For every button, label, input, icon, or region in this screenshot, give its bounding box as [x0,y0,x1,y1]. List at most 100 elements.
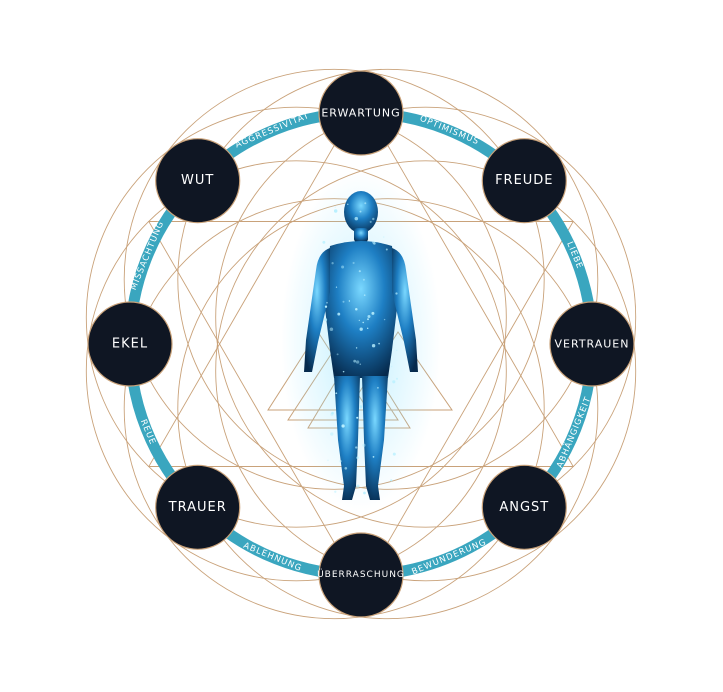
sparkle [383,318,386,321]
sparkle [341,424,345,428]
sparkle [344,466,348,470]
sparkle [371,344,376,348]
sparkle [396,349,398,351]
emotion-label-ueberraschung: ÜBERRASCHUNG [317,569,405,580]
emotion-label-trauer: TRAUER [168,500,227,515]
decorative-circle [215,106,637,528]
sparkle [342,482,344,484]
emotion-node-freude: FREUDE [481,138,567,224]
emotion-label-vertrauen: VERTRAUEN [555,338,630,351]
sparkle [335,286,338,288]
sparkle [355,347,358,349]
emotion-node-ueberraschung: ÜBERRASCHUNG [317,532,405,618]
sparkle [392,452,396,456]
human-figure-icon [281,170,441,510]
sparkle [329,327,334,332]
sparkle [355,307,358,311]
sparkle [331,262,334,265]
emotion-node-erwartung: ERWARTUNG [318,70,404,156]
sparkle [324,305,328,308]
sparkle [359,210,362,213]
sparkle [369,220,372,223]
sparkle [363,294,366,296]
sparkle [385,248,388,251]
emotion-node-ekel: EKEL [87,301,173,387]
emotion-node-circle [481,138,567,224]
emotion-node-vertrauen: VERTRAUEN [549,301,635,387]
sparkle [352,261,355,265]
sparkle [392,380,396,384]
emotion-node-circle [318,70,404,156]
sparkle [348,300,351,302]
sparkle [330,432,334,436]
decorative-circle [85,106,507,528]
sparkle [324,318,328,322]
sparkle [366,327,369,330]
sparkle [359,327,363,331]
sparkle [371,240,375,244]
emotion-node-trauer: TRAUER [155,464,241,550]
sparkle [371,311,375,315]
sparkle [358,319,360,322]
sparkle [337,312,341,316]
sparkle [334,206,336,208]
sparkle [347,203,349,205]
dyad-label-aggressivitaet: AGGRESSIVITÄT [234,110,312,151]
emotion-node-circle [87,301,173,387]
emotion-node-circle [155,464,241,550]
emotion-node-circle [549,301,635,387]
emotion-node-angst: ANGST [481,464,567,550]
decorative-circle [215,160,637,582]
sparkle [327,459,329,461]
sparkle [395,292,398,295]
sparkle [333,209,338,213]
sparkle [359,405,363,409]
sparkle [367,314,371,319]
dyad-label-bewunderung: BEWUNDERUNG [410,537,488,577]
sparkle [396,377,398,380]
sparkle [355,446,358,449]
emotion-label-freude: FREUDE [495,173,553,188]
sparkle [356,416,359,419]
sparkle [341,265,345,269]
dyad-label-abhaengigkeit: ABHÄNGIGKEIT [554,395,593,470]
sparkle [355,360,360,364]
sparkle [331,411,334,415]
sparkle [391,365,393,368]
sparkle [358,270,361,273]
sparkle [356,484,360,488]
emotion-label-erwartung: ERWARTUNG [321,107,400,120]
sparkle [359,363,362,365]
sparkle [390,479,393,482]
emotion-node-circle [318,532,404,618]
sparkle [362,278,365,281]
sparkle [342,370,345,373]
sparkle [382,236,385,238]
emotion-node-circle [155,138,241,224]
emotion-node-circle [481,464,567,550]
emotion-node-wut: WUT [155,138,241,224]
sparkle [354,216,359,221]
emotion-label-angst: ANGST [499,500,549,515]
sparkle [362,443,366,447]
sparkle [372,217,375,221]
sparkle [326,301,328,304]
sparkle [364,202,367,205]
sparkle [356,456,359,460]
dyad-label-optimismus: OPTIMISMUS [418,114,481,148]
sparkle [363,491,366,495]
sparkle [372,456,375,458]
sparkle [378,342,380,345]
sparkle [362,321,364,324]
sparkle [342,300,345,303]
sparkle [334,490,337,493]
sparkle [336,353,339,356]
sparkle [353,359,357,363]
dyad-label-missachtung: MISSACHTUNG [129,219,167,291]
decorative-circle [85,160,507,582]
sparkle [367,318,369,321]
dyad-label-liebe: LIEBE [564,240,584,270]
emotion-label-ekel: EKEL [112,337,148,352]
emotion-label-wut: WUT [181,173,214,188]
